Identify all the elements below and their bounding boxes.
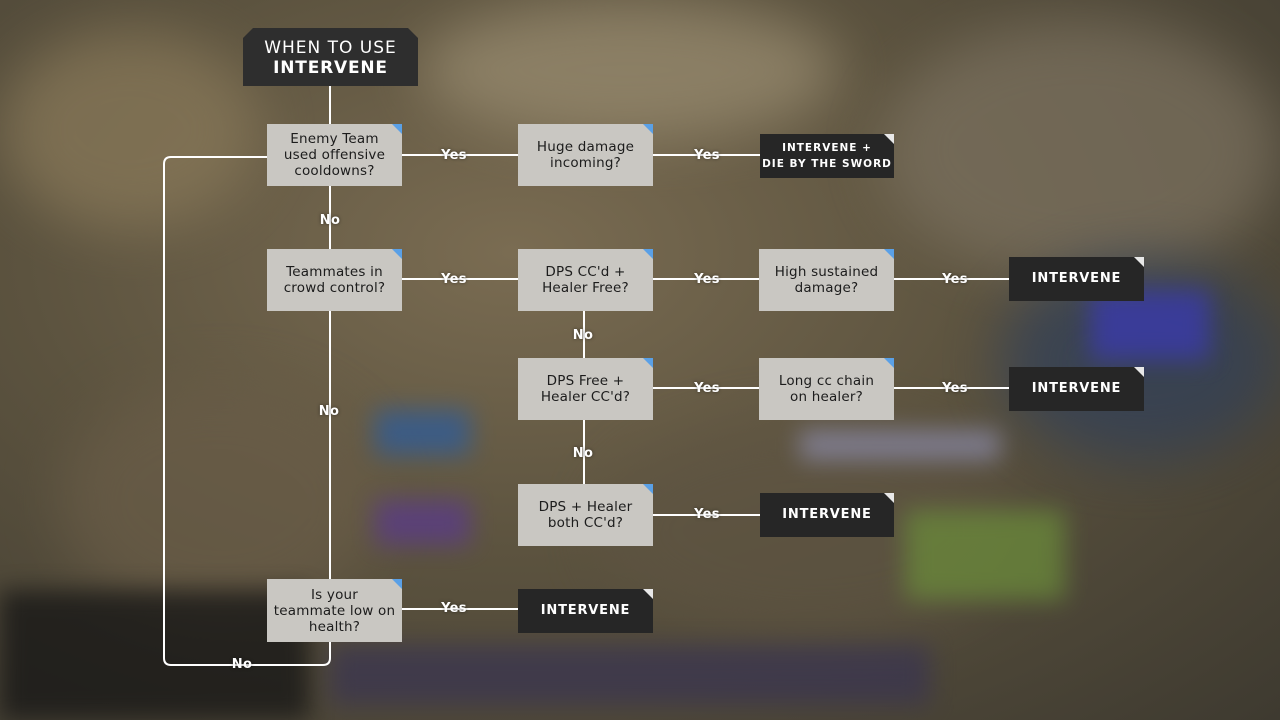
label-no: No	[319, 213, 341, 228]
question-teammate-low-health: Is your teammate low on health?	[267, 579, 402, 642]
question-enemy-cooldowns: Enemy Team used offensive cooldowns?	[267, 124, 402, 186]
question-huge-damage: Huge damage incoming?	[518, 124, 653, 186]
title-line-1: WHEN TO USE	[264, 38, 397, 58]
answer-intervene-3: INTERVENE	[760, 493, 894, 537]
label-yes: Yes	[942, 272, 968, 287]
answer-intervene-die-by-sword: INTERVENE + DIE BY THE SWORD	[760, 134, 894, 178]
label-no: No	[231, 657, 253, 672]
title-line-2: INTERVENE	[273, 58, 388, 78]
label-yes: Yes	[694, 381, 720, 396]
label-yes: Yes	[694, 148, 720, 163]
question-dps-ccd-healer-free: DPS CC'd + Healer Free?	[518, 249, 653, 311]
answer-intervene-1: INTERVENE	[1009, 257, 1144, 301]
label-no: No	[318, 404, 340, 419]
label-yes: Yes	[694, 272, 720, 287]
question-long-cc-chain: Long cc chain on healer?	[759, 358, 894, 420]
question-teammates-cc: Teammates in crowd control?	[267, 249, 402, 311]
chart-title: WHEN TO USE INTERVENE	[243, 28, 418, 86]
connector-q9-loop-q1	[163, 156, 331, 666]
label-yes: Yes	[441, 601, 467, 616]
label-yes: Yes	[441, 148, 467, 163]
question-both-ccd: DPS + Healer both CC'd?	[518, 484, 653, 546]
label-yes: Yes	[441, 272, 467, 287]
answer-intervene-2: INTERVENE	[1009, 367, 1144, 411]
question-dps-free-healer-ccd: DPS Free + Healer CC'd?	[518, 358, 653, 420]
answer-intervene-4: INTERVENE	[518, 589, 653, 633]
question-high-sustained-damage: High sustained damage?	[759, 249, 894, 311]
label-no: No	[572, 446, 594, 461]
label-yes: Yes	[694, 507, 720, 522]
label-no: No	[572, 328, 594, 343]
label-yes: Yes	[942, 381, 968, 396]
